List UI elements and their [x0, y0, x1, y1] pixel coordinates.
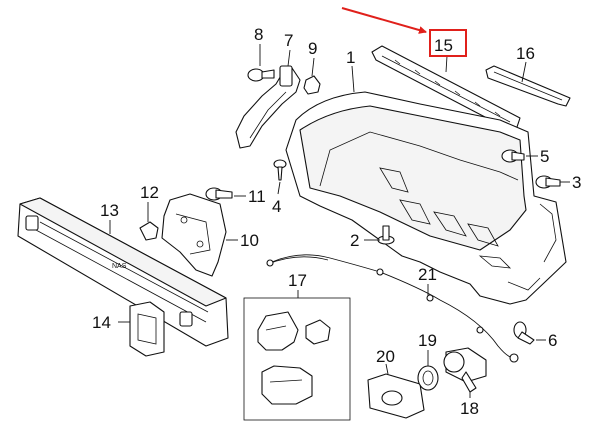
part-5-bolt[interactable] — [501, 149, 525, 163]
leader-lines — [109, 44, 570, 398]
callout-12[interactable]: 12 — [140, 183, 159, 202]
highlight-callout-15 — [341, 7, 467, 57]
callout-1[interactable]: 1 — [346, 48, 355, 67]
callout-14[interactable]: 14 — [92, 313, 111, 332]
part-2-screw[interactable] — [377, 225, 395, 245]
callout-8[interactable]: 8 — [254, 25, 263, 44]
highlight-arrow — [341, 7, 427, 34]
part-7-bracket[interactable] — [235, 65, 301, 149]
callout-9[interactable]: 9 — [308, 39, 317, 58]
part-4-screw[interactable] — [273, 159, 287, 181]
callout-16[interactable]: 16 — [516, 44, 535, 63]
part-20-sensor-bracket[interactable] — [367, 373, 425, 419]
callout-19[interactable]: 19 — [418, 331, 437, 350]
part-8-push-pin[interactable] — [247, 68, 275, 82]
beam-marking: NAS — [112, 263, 127, 270]
highlight-box — [429, 29, 467, 57]
part-1-bumper-cover[interactable] — [285, 91, 567, 305]
callout-21[interactable]: 21 — [418, 265, 437, 284]
callout-labels: 8 7 9 1 15 16 5 3 11 4 12 10 13 14 2 6 1… — [92, 25, 581, 418]
callout-4[interactable]: 4 — [272, 197, 281, 216]
part-6-bolt[interactable] — [513, 321, 535, 345]
callout-20[interactable]: 20 — [376, 347, 395, 366]
callout-5[interactable]: 5 — [540, 147, 549, 166]
part-13-impact-beam[interactable]: NAS — [17, 197, 229, 347]
callout-10[interactable]: 10 — [240, 231, 259, 250]
callout-13[interactable]: 13 — [100, 201, 119, 220]
part-16-side-strip[interactable] — [485, 65, 571, 107]
callout-15[interactable]: 15 — [434, 36, 453, 55]
part-9-clip[interactable] — [303, 75, 321, 95]
part-19-sensor-ring[interactable] — [417, 365, 439, 391]
callout-6[interactable]: 6 — [548, 331, 557, 350]
part-21-wiring-harness[interactable] — [266, 254, 519, 363]
callout-3[interactable]: 3 — [572, 173, 581, 192]
part-15-upper-trim[interactable] — [371, 45, 521, 131]
part-10-mount-bracket[interactable] — [161, 193, 227, 277]
callout-18[interactable]: 18 — [460, 399, 479, 418]
callout-2[interactable]: 2 — [350, 231, 359, 250]
part-12-clip[interactable] — [139, 221, 159, 241]
part-11-bolt[interactable] — [205, 187, 233, 201]
part-17-mudflap-kit[interactable] — [243, 297, 351, 421]
part-14-module[interactable] — [129, 301, 165, 357]
part-18-parking-sensor[interactable] — [443, 347, 487, 393]
part-3-bolt[interactable] — [535, 175, 561, 189]
callout-7[interactable]: 7 — [284, 31, 293, 50]
callout-11[interactable]: 11 — [248, 187, 266, 206]
callout-17[interactable]: 17 — [288, 271, 307, 290]
